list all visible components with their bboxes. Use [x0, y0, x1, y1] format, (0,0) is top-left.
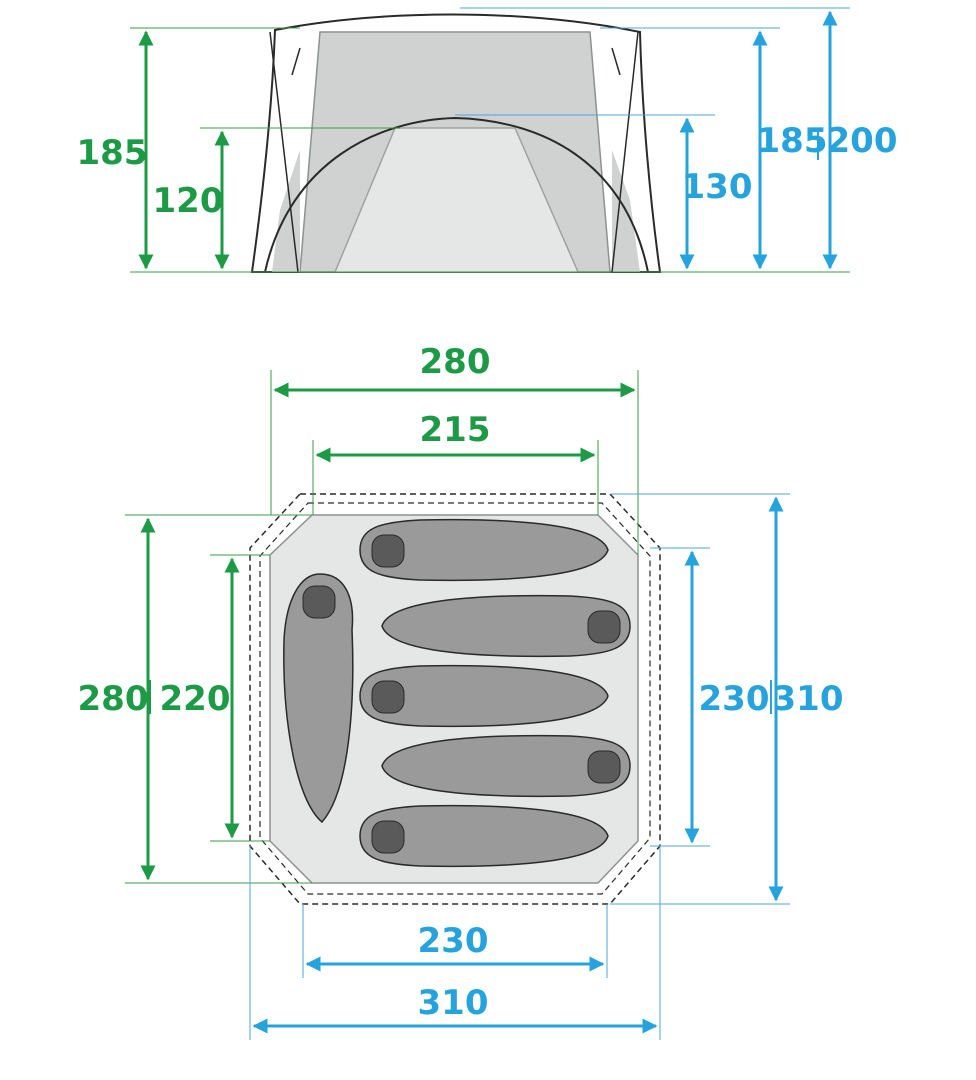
outer-footprint-dashed — [249, 493, 661, 905]
label-inner-room-height: 120 — [153, 181, 224, 221]
tent-front-pole — [264, 116, 649, 273]
outer-footprint-dashed-inner — [259, 502, 651, 895]
label-outer-total-height: 200 — [827, 121, 898, 161]
sleeping-bag-1 — [359, 518, 609, 582]
label-outer-mid-height: 185 — [757, 121, 828, 161]
floor-plan-dimensions: 280 215 280 220 230 310 230 310 — [78, 342, 844, 1040]
sleeping-bag-2 — [381, 594, 631, 658]
sleeping-bag-left — [283, 573, 354, 824]
tent-door — [334, 127, 579, 273]
tent-left-pole — [269, 31, 299, 273]
sleeping-bag-head-icon — [371, 820, 405, 854]
sleeping-bag-head-icon — [371, 680, 405, 714]
label-inner-width-narrow: 215 — [420, 410, 491, 450]
tent-side-view — [130, 13, 850, 273]
sleeping-bag-head-icon — [587, 750, 621, 784]
side-view-dimensions: 185 120 130 185 200 — [77, 7, 898, 270]
label-inner-depth: 280 — [78, 679, 149, 719]
tent-side-shade-left — [272, 150, 300, 272]
sleeping-bag-5 — [359, 804, 609, 868]
label-inner-width: 280 — [420, 342, 491, 382]
label-outer-room-height: 130 — [682, 167, 753, 207]
sleeping-bag-head-icon — [587, 610, 621, 644]
sleeping-bag-head-icon — [371, 534, 405, 568]
tent-right-pole — [611, 31, 639, 273]
label-outer-width-narrow: 230 — [418, 921, 489, 961]
label-outer-width: 310 — [418, 983, 489, 1023]
label-outer-depth: 310 — [773, 679, 844, 719]
tent-vents — [291, 47, 621, 76]
sleeping-bag-3 — [359, 664, 609, 728]
tent-floor-plan — [249, 493, 661, 905]
label-outer-depth-narrow: 230 — [699, 679, 770, 719]
sleeping-bag-head-icon — [302, 585, 336, 619]
sleeping-bag-4 — [381, 734, 631, 798]
label-inner-total-height: 185 — [77, 133, 148, 173]
label-inner-depth-narrow: 220 — [160, 679, 231, 719]
